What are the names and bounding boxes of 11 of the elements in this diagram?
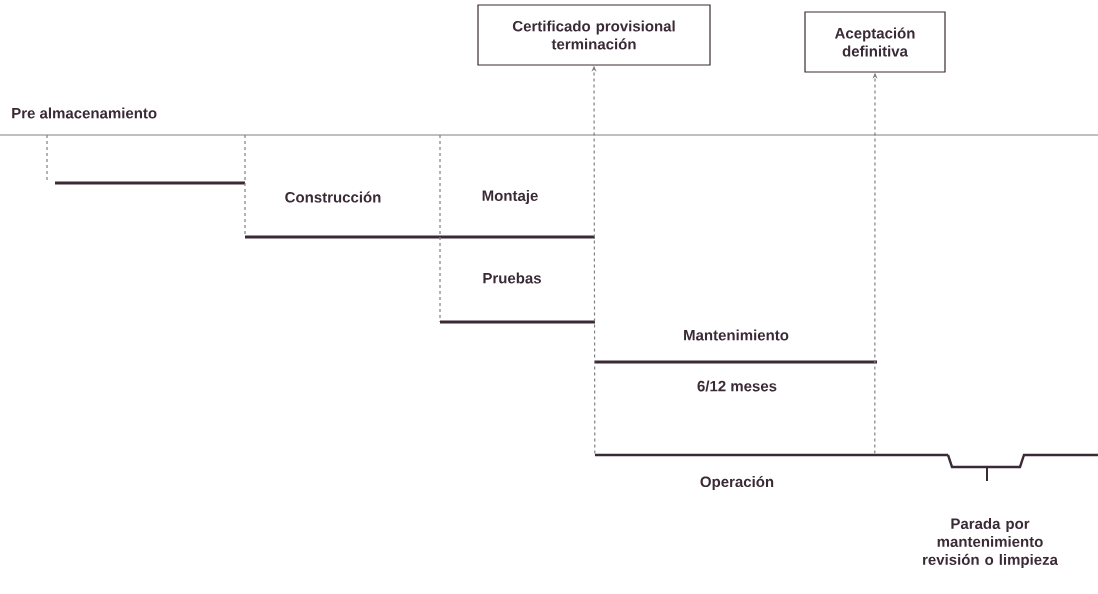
phase-label: Mantenimiento (684, 329, 789, 341)
phase-label: Pruebas (483, 272, 541, 284)
note-text: Parada por mantenimiento revisión o limpieza (923, 518, 1059, 568)
phase-bar (595, 453, 948, 457)
phase-label: Operación (700, 475, 774, 491)
milestone-box: Aceptación definitiva (804, 11, 946, 73)
milestone-box: Certificado provisional terminación (477, 4, 711, 66)
phase-label: Construcción (285, 191, 381, 203)
phase-label: Montaje (482, 190, 538, 204)
duration-label: 6/12 meses (697, 380, 777, 392)
phase-label: Pre almacenamiento (12, 107, 157, 119)
